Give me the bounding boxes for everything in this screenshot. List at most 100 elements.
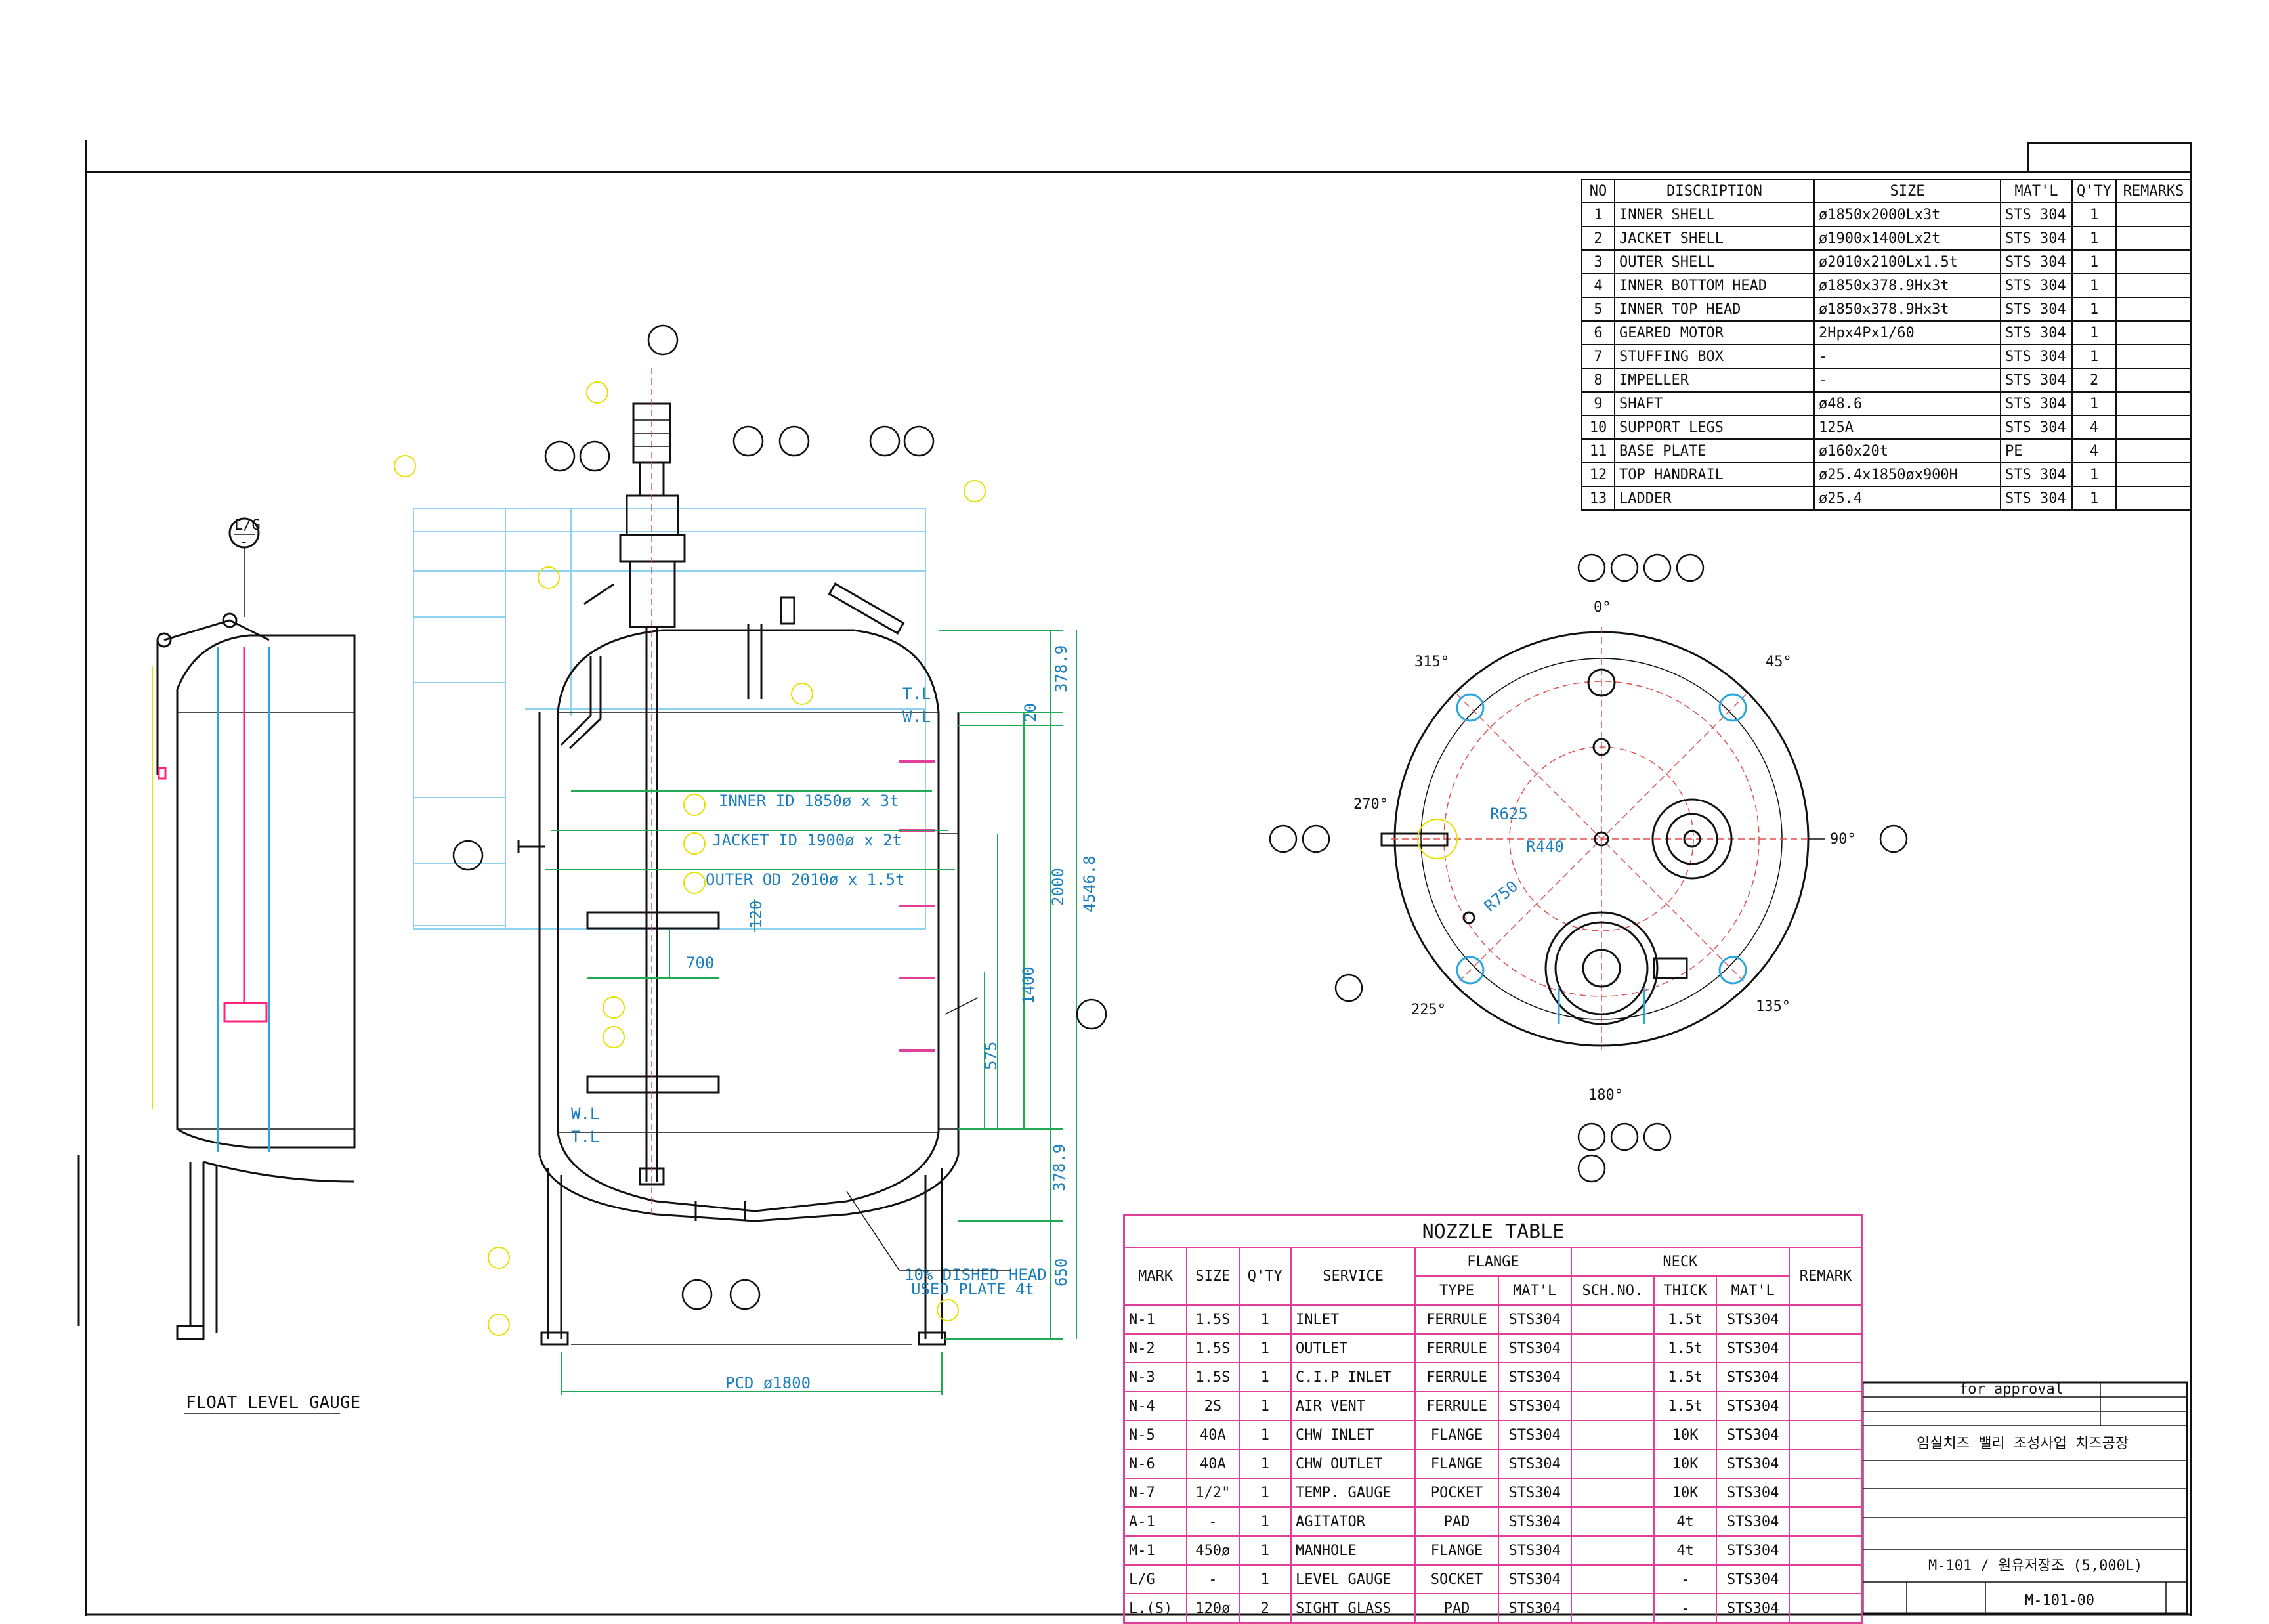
dished-head-note: 10% DISHED HEAD bbox=[904, 1266, 1047, 1284]
svg-text:-: - bbox=[240, 534, 248, 550]
table-cell: A-1 bbox=[1123, 1506, 1188, 1537]
table-cell bbox=[1789, 1478, 1863, 1508]
plan-view-labels: 0° 45° 90° 135° 180° 225° 270° 315° R625… bbox=[1353, 599, 1856, 1103]
outer-od-label: OUTER OD 2010ø x 1.5t bbox=[706, 870, 904, 889]
table-cell: STS 304 bbox=[2000, 320, 2073, 345]
table-cell: 40A bbox=[1186, 1449, 1240, 1479]
table-cell: M-1 bbox=[1123, 1535, 1188, 1566]
table-cell: 1.5t bbox=[1653, 1333, 1718, 1363]
used-plate-note: USED PLATE 4t bbox=[911, 1280, 1034, 1298]
table-cell bbox=[1789, 1391, 1863, 1421]
table-cell: 12 bbox=[1581, 462, 1615, 487]
angle-315: 315° bbox=[1414, 654, 1449, 670]
nozzle-subheader-row: TYPE MAT'L SCH.NO. THICK MAT'L bbox=[1124, 1275, 1863, 1306]
table-cell: FLANGE bbox=[1414, 1420, 1499, 1450]
table-cell: ø160x20t bbox=[1813, 438, 2001, 463]
table-cell bbox=[1570, 1506, 1655, 1537]
table-cell: 1.5t bbox=[1653, 1304, 1718, 1335]
table-cell: L/G bbox=[1123, 1564, 1188, 1594]
table-cell: SUPPORT LEGS bbox=[1614, 415, 1815, 440]
table-cell bbox=[2115, 202, 2192, 227]
table-cell: FERRULE bbox=[1414, 1333, 1499, 1363]
bill-of-materials-table: NO DISCRIPTION SIZE MAT'L Q'TY REMARKS 1… bbox=[1581, 179, 2192, 511]
bom-header-remarks: REMARKS bbox=[2115, 179, 2192, 203]
table-cell: STS304 bbox=[1497, 1593, 1572, 1624]
table-cell: STS 304 bbox=[2000, 391, 2073, 416]
bom-header-description: DISCRIPTION bbox=[1614, 179, 1815, 203]
table-cell bbox=[1570, 1304, 1655, 1335]
table-cell: 1 bbox=[2071, 273, 2117, 298]
table-cell: STS304 bbox=[1716, 1449, 1791, 1479]
table-cell bbox=[1789, 1362, 1863, 1392]
table-cell: STS304 bbox=[1497, 1478, 1572, 1508]
angle-135: 135° bbox=[1756, 998, 1791, 1015]
table-cell bbox=[1570, 1535, 1655, 1566]
nozzle-header-flange-material: MAT'L bbox=[1497, 1275, 1572, 1306]
jacket-id-label: JACKET ID 1900ø x 2t bbox=[712, 831, 902, 849]
table-cell: N-6 bbox=[1123, 1449, 1188, 1479]
table-cell bbox=[2115, 273, 2192, 298]
table-cell: TOP HANDRAIL bbox=[1614, 462, 1815, 487]
table-cell: STS304 bbox=[1716, 1564, 1791, 1594]
angle-45: 45° bbox=[1766, 654, 1792, 670]
table-cell: STS304 bbox=[1716, 1391, 1791, 1421]
table-cell: 1 bbox=[2071, 202, 2117, 227]
angle-270: 270° bbox=[1353, 796, 1388, 813]
table-cell bbox=[2115, 320, 2192, 345]
bom-header-material: MAT'L bbox=[2000, 179, 2073, 203]
front-view-dimensions bbox=[545, 630, 1077, 1395]
table-cell bbox=[2115, 249, 2192, 274]
table-cell: OUTER SHELL bbox=[1614, 249, 1815, 274]
table-cell bbox=[2115, 462, 2192, 487]
dim-575: 575 bbox=[982, 1042, 1000, 1070]
table-cell: PAD bbox=[1414, 1593, 1499, 1624]
table-cell: JACKET SHELL bbox=[1614, 226, 1815, 251]
table-cell: C.I.P INLET bbox=[1290, 1362, 1416, 1392]
table-cell: 1 bbox=[1238, 1333, 1292, 1363]
table-cell: STS304 bbox=[1716, 1304, 1791, 1335]
plan-view bbox=[1380, 627, 1812, 1050]
dim-20: 20 bbox=[1021, 703, 1040, 722]
table-cell: IMPELLER bbox=[1614, 368, 1815, 393]
table-cell bbox=[2115, 368, 2192, 393]
table-cell: CHW INLET bbox=[1290, 1420, 1416, 1450]
table-cell: FLANGE bbox=[1414, 1449, 1499, 1479]
table-cell bbox=[2115, 391, 2192, 416]
table-cell bbox=[1570, 1564, 1655, 1594]
table-cell: INNER BOTTOM HEAD bbox=[1614, 273, 1815, 298]
table-cell: TEMP. GAUGE bbox=[1290, 1478, 1416, 1508]
table-cell bbox=[1789, 1420, 1863, 1450]
dim-bottom-head: 378.9 bbox=[1050, 1144, 1069, 1191]
dim-1400: 1400 bbox=[1019, 966, 1038, 1004]
table-cell bbox=[1789, 1449, 1863, 1479]
table-cell: STS304 bbox=[1716, 1420, 1791, 1450]
table-cell: 1/2" bbox=[1186, 1478, 1240, 1508]
table-cell: ø2010x2100Lx1.5t bbox=[1813, 249, 2001, 274]
table-cell: STS304 bbox=[1716, 1478, 1791, 1508]
table-cell: 10K bbox=[1653, 1420, 1718, 1450]
table-cell: STS304 bbox=[1497, 1564, 1572, 1594]
table-cell: 1 bbox=[1238, 1420, 1292, 1450]
table-cell: STS304 bbox=[1497, 1506, 1572, 1537]
table-cell: 10 bbox=[1581, 415, 1615, 440]
front-view-labels: INNER ID 1850ø x 3t JACKET ID 1900ø x 2t… bbox=[571, 645, 1099, 1392]
nozzle-header-neck: NECK bbox=[1570, 1247, 1791, 1277]
handrail-ladder bbox=[413, 508, 926, 930]
table-cell bbox=[2115, 415, 2192, 440]
table-cell: STS304 bbox=[1497, 1449, 1572, 1479]
tl-label-top: T.L bbox=[902, 685, 931, 703]
table-cell: LADDER bbox=[1614, 486, 1815, 511]
table-cell: ø1900x1400Lx2t bbox=[1813, 226, 2001, 251]
table-cell: 1 bbox=[1238, 1535, 1292, 1566]
nozzle-header-row: MARK SIZE Q'TY SERVICE FLANGE NECK REMAR… bbox=[1123, 1247, 1863, 1306]
table-cell bbox=[2115, 226, 2192, 251]
nozzle-header-sch: SCH.NO. bbox=[1570, 1275, 1655, 1306]
